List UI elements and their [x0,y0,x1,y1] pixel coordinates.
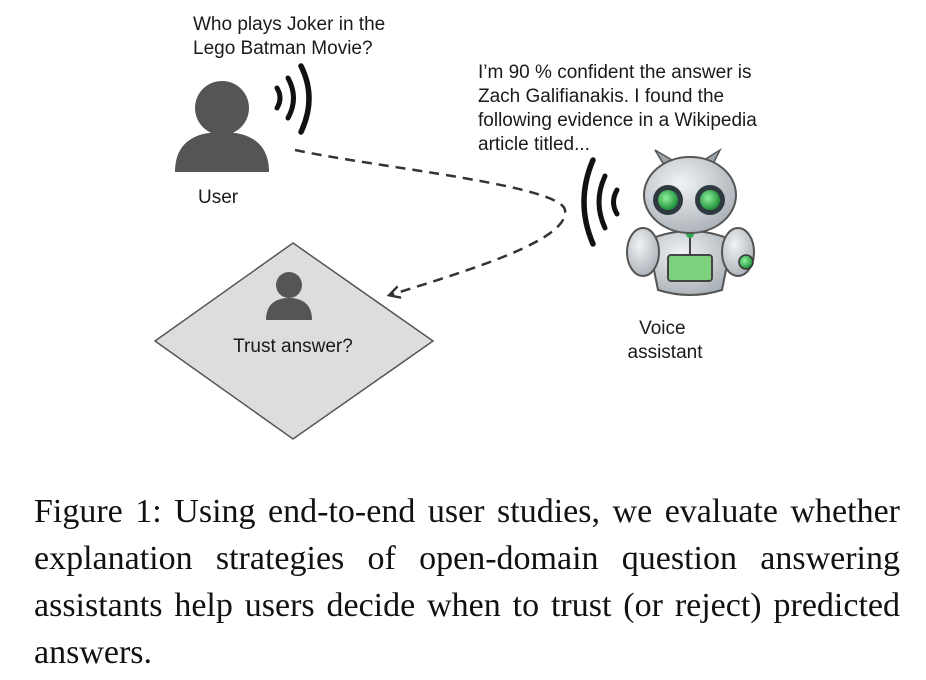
assistant-label-line: assistant [628,342,704,363]
diagram: Who plays Joker in the Lego Batman Movie… [153,14,762,440]
assistant-answer-line: following evidence in a Wikipedia [478,110,757,131]
assistant-answer-line: article titled... [478,134,590,155]
figure-caption: Figure 1: Using end-to-end user studies,… [34,493,900,671]
assistant-answer: I’m 90 % confident the answer is Zach Ga… [478,62,762,155]
user-person-icon [175,81,269,172]
robot-icon [626,147,755,296]
assistant-answer-line: Zach Galifianakis. I found the [478,86,724,107]
decision-person-icon [266,272,312,320]
user-question-line: Who plays Joker in the [193,14,385,35]
user-question-line: Lego Batman Movie? [193,38,373,59]
assistant-sound-waves-icon [581,157,620,247]
assistant-label: Voice assistant [628,318,704,363]
decision-label: Trust answer? [233,336,353,357]
assistant-label-line: Voice [639,318,685,339]
assistant-answer-line: I’m 90 % confident the answer is [478,62,752,83]
user-question: Who plays Joker in the Lego Batman Movie… [193,14,390,59]
user-sound-waves-icon [274,63,312,135]
dashed-arrow [294,148,567,295]
decision-diamond [153,242,435,440]
user-label: User [198,187,239,208]
